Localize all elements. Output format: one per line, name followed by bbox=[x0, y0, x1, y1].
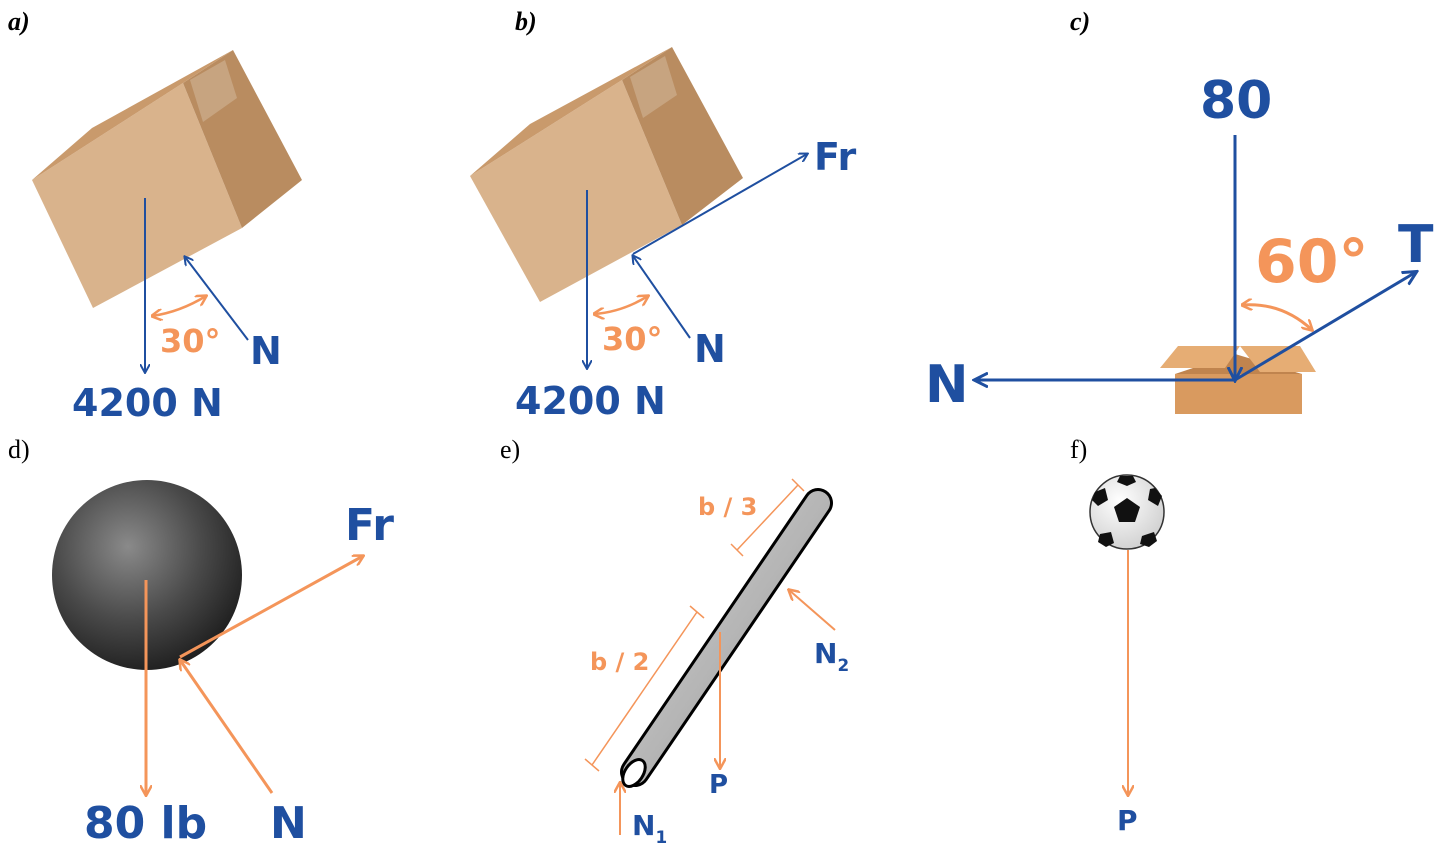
n2-force-label: N2 bbox=[814, 637, 849, 675]
dimension-top-label: b / 3 bbox=[698, 493, 757, 521]
friction-force-arrow bbox=[179, 556, 363, 659]
dimension-line-bottom bbox=[591, 611, 698, 766]
angle-label: 60° bbox=[1255, 227, 1369, 297]
normal-force-arrow bbox=[633, 256, 691, 339]
normal-force-label: N bbox=[250, 329, 282, 373]
normal-force-label: N bbox=[925, 355, 969, 415]
panel-f: f) P bbox=[1070, 435, 1165, 837]
soccer-ball-icon bbox=[1089, 474, 1165, 550]
dimension-tick bbox=[791, 478, 805, 492]
angle-label: 30° bbox=[160, 322, 221, 360]
angle-arc bbox=[1242, 305, 1312, 330]
weight-force-label: P bbox=[1117, 804, 1138, 837]
panel-d: d) Fr 80 lb N bbox=[8, 435, 394, 848]
friction-force-label: Fr bbox=[345, 500, 394, 551]
panel-b: b) 30° N Fr 4200 N bbox=[470, 7, 857, 423]
panel-e: e) b / 3 b / 2 P N1 N2 bbox=[500, 435, 849, 847]
panel-a-label: a) bbox=[8, 7, 30, 36]
n2-force-arrow bbox=[789, 590, 836, 631]
tension-force-arrow bbox=[1234, 272, 1416, 382]
dimension-tick bbox=[689, 605, 705, 619]
weight-force-label: 4200 N bbox=[515, 379, 666, 423]
weight-force-label: 80 lb bbox=[84, 798, 207, 848]
iron-ball-icon bbox=[52, 480, 242, 670]
angle-arc bbox=[594, 296, 648, 314]
normal-force-label: N bbox=[694, 327, 726, 371]
normal-force-arrow bbox=[180, 660, 274, 794]
dimension-line-top bbox=[736, 484, 799, 551]
box-icon bbox=[470, 47, 743, 302]
weight-force-label: P bbox=[709, 770, 728, 800]
dimension-bottom-label: b / 2 bbox=[590, 648, 649, 676]
panel-f-label: f) bbox=[1070, 435, 1087, 464]
friction-force-arrow bbox=[632, 154, 807, 255]
panel-c: c) 60° 80 T N bbox=[925, 7, 1434, 415]
rod-icon bbox=[620, 488, 833, 788]
normal-force-arrow bbox=[185, 257, 249, 341]
panel-b-label: b) bbox=[515, 7, 537, 36]
box-icon bbox=[32, 50, 302, 308]
friction-force-label: Fr bbox=[814, 135, 857, 179]
angle-arc bbox=[152, 296, 206, 316]
tension-force-label: T bbox=[1398, 215, 1434, 275]
n1-force-label: N1 bbox=[632, 809, 667, 847]
panel-a: a) 30° N 4200 N bbox=[8, 7, 302, 425]
panel-e-label: e) bbox=[500, 435, 520, 464]
top-force-label: 80 bbox=[1200, 71, 1272, 131]
dimension-tick bbox=[730, 543, 744, 557]
angle-label: 30° bbox=[602, 320, 663, 358]
normal-force-label: N bbox=[270, 798, 307, 848]
dimension-tick bbox=[584, 758, 600, 772]
panel-d-label: d) bbox=[8, 435, 30, 464]
weight-force-label: 4200 N bbox=[72, 381, 223, 425]
panel-c-label: c) bbox=[1070, 7, 1090, 36]
